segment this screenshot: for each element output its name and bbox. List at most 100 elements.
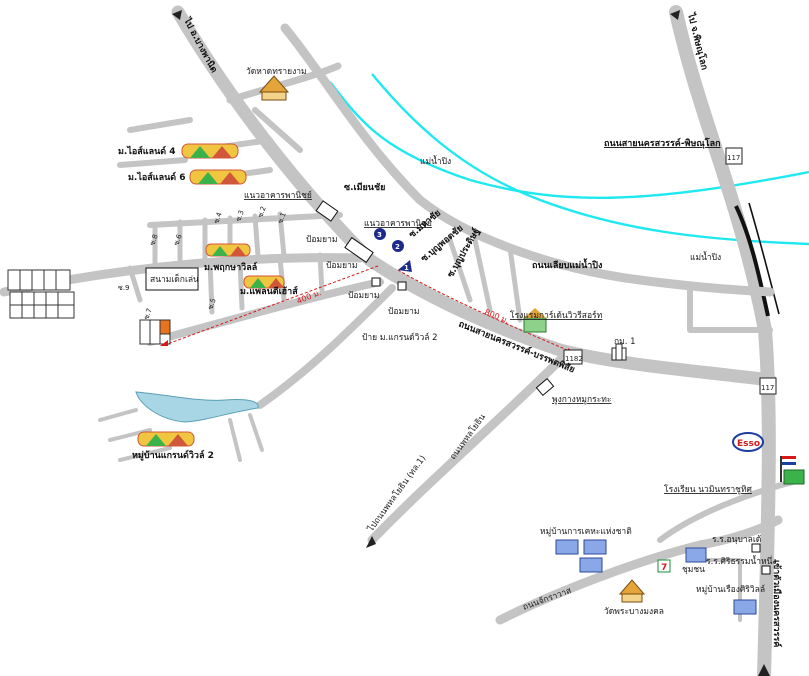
hw-1182-shield: 1182 [563,349,583,365]
arrow-to-banphot [172,10,182,20]
label-soi-6: ซ.6 [172,233,184,247]
label-community: ชุมชน [682,565,705,575]
marker-2: 2 [392,240,404,252]
bridge [734,205,770,317]
housing-lots [7,269,171,345]
road-southwest [146,278,384,346]
svg-text:1182: 1182 [565,355,583,363]
arrow-to-phitsanulok [670,10,680,20]
road-north-loop [226,62,342,104]
label-km1: กม. 1 [614,337,636,347]
label-hotel: โรงแรมการ์เด้นวิวรีสอร์ท [510,310,603,321]
svg-text:3: 3 [377,231,382,239]
bridge-rail [748,202,780,315]
route-400m [161,265,379,347]
road-phahon [367,355,565,545]
label-grandville-2: หมู่บ้านแกรนด์วิวล์ 2 [132,449,214,461]
label-pom-yam-1: ป้อมยาม [306,234,337,245]
marker-1: 1 [398,260,412,272]
arrow-to-phahon [366,536,376,548]
label-rs-sitthi: ร.ร.ศิริธรรมน้ำหนึ่ง [706,555,777,567]
label-to-banphot: ไป อ.บางพานิด [181,15,220,75]
route-800m [397,269,573,353]
label-village-housing: หมู่บ้านการเคหะแห่งชาติ [540,526,632,537]
road-east-loop [687,287,773,333]
marker-3: 3 [374,228,386,240]
commercial-bldg-1 [315,200,339,222]
svg-text:117: 117 [761,384,774,392]
svg-text:2: 2 [395,243,400,251]
rs-yat-bldg [751,543,761,553]
label-soi-4: ซ.4 [212,211,224,225]
svg-text:Esso: Esso [737,439,760,449]
label-commercial-1: แนวอาคารพานิชย์ [244,190,312,201]
km1-icon [611,343,627,361]
label-pom-yam-2: ป้อมยาม [326,260,357,271]
playground [145,267,199,291]
label-to-mueang: เข้าตัวเมืองนครสวรรค์ [771,560,783,647]
label-soi-3: ซ.3 [234,209,245,222]
route-arrow-left [160,340,168,346]
label-pom-yam-4: ป้อมยาม [388,306,419,317]
temple-icon-south [618,579,646,603]
label-wat-hat-sai-ngam: วัดหาดทรายงาม [246,67,307,77]
highway-117 [669,5,776,676]
esso-logo: Esso [732,432,764,452]
label-mae-nam-ping-1: แม่น้ำปิง [420,155,451,167]
label-soi-9: ซ.9 [118,284,129,292]
lake [135,391,259,423]
label-soi-8: ซ.8 [148,233,159,246]
housing-village-icons [555,539,757,615]
road-to-grandville [256,284,396,409]
village-logo-island6 [189,169,247,185]
arrow-to-mueang [758,664,770,676]
label-sign-grandville: ป้าย ม.แกรนด์วิวล์ 2 [362,332,438,343]
label-soi-7: ซ.7 [142,307,153,320]
river-side-road [280,23,775,297]
road-main-diagonal [171,5,777,387]
kiosk-1 [371,277,381,287]
label-river-road: ถนนเลียบแม่น้ำปิง [532,258,602,271]
hw-117-shield-mid: 117 [759,377,777,395]
label-nakhonsawan-phitsanulok: ถนนสายนครสวรรค์-พิษณุโลก [604,137,721,149]
target-lot [159,319,171,335]
label-chakrawat-road: ถนนจักราวาส [522,586,574,613]
label-soi-chiang-kai: ซ.เมียนชัย [344,182,385,193]
label-soi-2: ซ.2 [256,205,267,218]
label-island-4: ม.ไอส์แลนด์ 4 [118,145,176,157]
label-commercial-2: แนวอาคารพานิชย์ [364,218,432,229]
svg-text:1: 1 [404,264,409,272]
label-playground: สนามเด็กเล่น [150,273,199,285]
commercial-bldg-2 [344,236,374,264]
svg-text:7: 7 [661,563,667,573]
school-flag-icon [780,456,805,485]
label-school: โรงเรียน นวมินทราชูทิศ [664,484,753,495]
river-ping-lower [371,73,809,246]
label-soi-1: ซ.1 [276,211,287,224]
river-ping-upper [329,81,809,200]
label-mae-nam-ping-2: แม่น้ำปิง [690,251,721,263]
svg-text:117: 117 [727,154,740,162]
village-logo-phrueksa [205,243,251,257]
label-soi-5: ซ.5 [206,297,217,310]
label-village-rueang: หมู่บ้านเรืองศิริวิลล์ [696,584,765,595]
seven-eleven-icon: 7 [657,559,671,573]
hw-117-shield-top: 117 [725,147,743,165]
grandville-roads [98,408,264,462]
label-rs-yat: ร.ร.อนุบาลเด้ [712,534,761,545]
label-pung-kang: พูงกางหมูกระทะ [552,395,611,405]
temple-icon-north [258,75,290,101]
label-phrueksa: ม.พฤกษาวิลล์ [204,261,257,273]
village-logo-grandville [137,431,195,447]
pung-kang-bldg [535,377,555,397]
village-logo-island4 [181,143,239,159]
label-island-6: ม.ไอส์แลนด์ 6 [128,171,186,183]
hotel-icon [523,308,547,333]
kiosk-2 [397,281,407,291]
village-logo-plenty [243,275,285,289]
label-plenty: ม.แพลนตีเฮ้าส์ [240,285,298,297]
label-pom-yam-3: ป้อมยาม [348,290,379,301]
rs-sitthi-bldg [761,565,771,575]
label-wat-bang-mongkhon: วัดพระบางมงคล [604,607,664,617]
